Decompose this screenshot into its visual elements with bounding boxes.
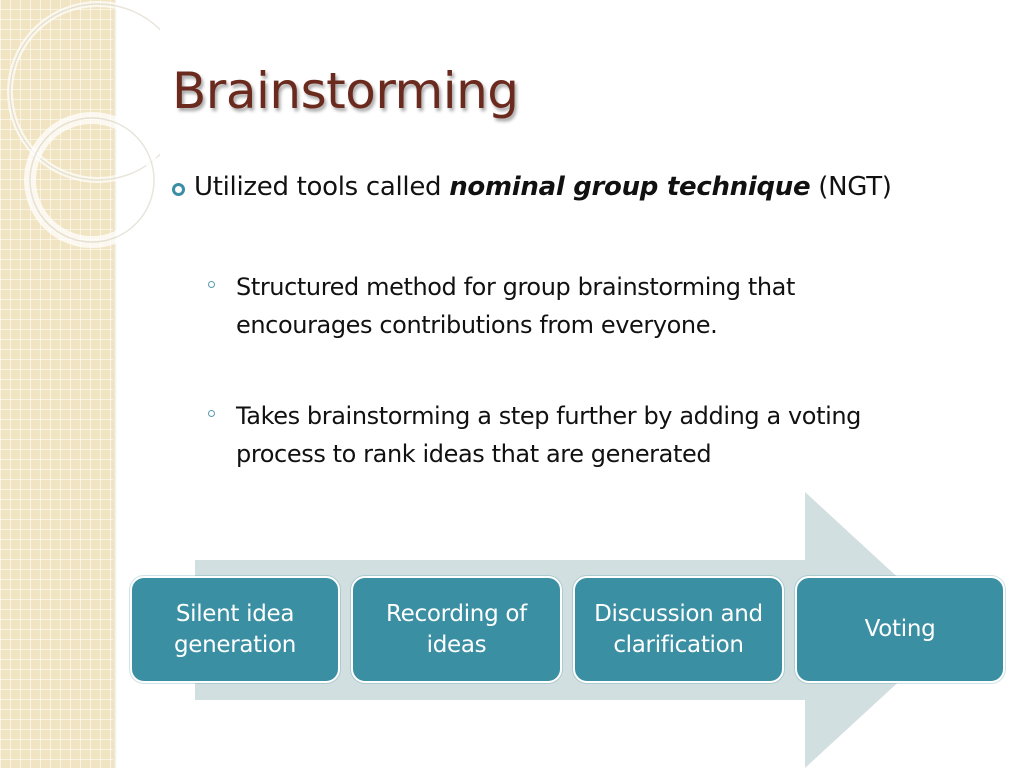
process-step: Discussion and clarification <box>573 576 784 683</box>
side-panel-edge <box>113 0 117 768</box>
main-bullet-emphasis: nominal group technique <box>449 172 811 202</box>
process-step: Silent idea generation <box>130 576 340 683</box>
sub-bullet-text: Takes brainstorming a step further by ad… <box>236 402 862 468</box>
process-step: Voting <box>795 576 1005 683</box>
sub-bullet-text: Structured method for group brainstormin… <box>236 273 795 339</box>
slide-title: Brainstorming <box>172 62 519 120</box>
main-bullet-prefix: Utilized tools called <box>194 172 450 202</box>
sub-bullet-circle-icon <box>208 410 215 417</box>
main-bullet-text: Utilized tools called nominal group tech… <box>194 172 892 202</box>
bullet-dot-icon <box>172 183 185 196</box>
main-bullet-suffix: (NGT) <box>810 172 892 202</box>
sub-bullet-circle-icon <box>208 281 215 288</box>
decorative-rings <box>7 1 160 248</box>
process-step: Recording of ideas <box>351 576 562 683</box>
